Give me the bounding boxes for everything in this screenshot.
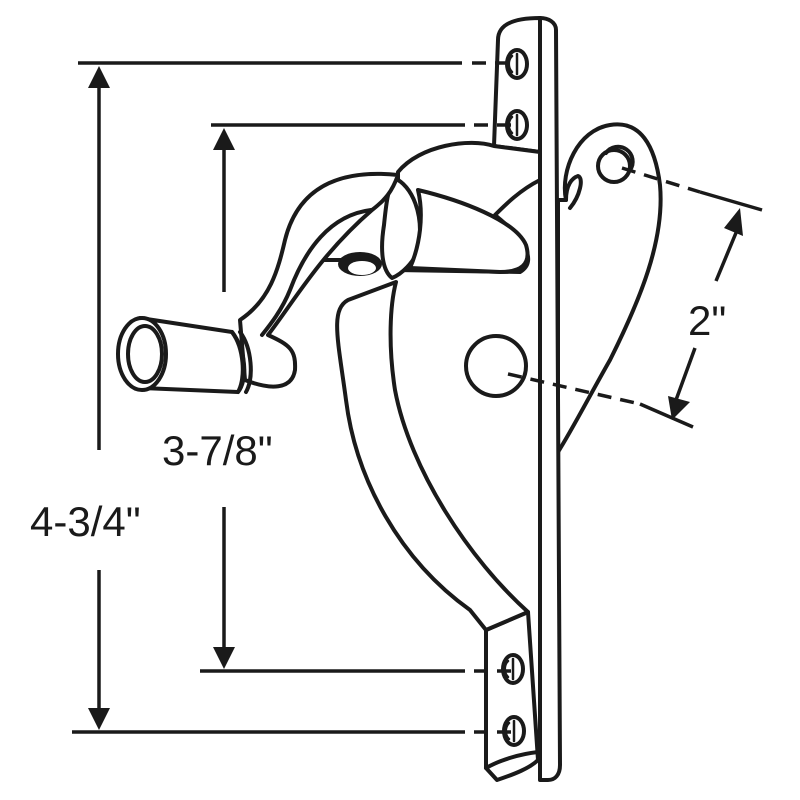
knob-end xyxy=(116,316,168,392)
window-lock-part xyxy=(116,16,663,782)
knob-ring-2 xyxy=(238,330,253,394)
arrow-down-icon xyxy=(668,396,690,420)
crank-arm-edge xyxy=(260,208,373,337)
set-screw-slot xyxy=(348,261,376,275)
screw-icon xyxy=(501,653,525,685)
dimension-label-pivot: 2" xyxy=(688,297,726,344)
frame-hole xyxy=(464,334,528,398)
dimension-pivot-spacing: 2" xyxy=(507,166,763,429)
back-plate xyxy=(538,16,562,782)
handle-collar xyxy=(380,176,422,280)
dimension-label-overall: 4-3/4" xyxy=(30,498,141,545)
arrow-down-icon xyxy=(88,708,110,730)
crank-arm xyxy=(238,171,400,389)
knob-ring xyxy=(230,330,245,394)
screw-icon xyxy=(505,48,529,80)
handle-nose xyxy=(408,188,530,274)
lock-lever xyxy=(335,280,530,632)
dimension-label-inner: 3-7/8" xyxy=(162,427,273,474)
dimension-overall-height: 4-3/4" xyxy=(30,61,515,734)
keeper-arm xyxy=(556,122,663,454)
keeper-pivot-hole-inner xyxy=(604,144,635,172)
dimension-inner-screw-spacing: 3-7/8" xyxy=(162,123,515,673)
keeper-pivot-hole xyxy=(596,148,632,184)
knob-end-inner xyxy=(126,324,164,384)
arrow-up-icon xyxy=(213,128,235,150)
bottom-bracket xyxy=(484,610,540,782)
arrow-up-icon xyxy=(88,66,110,88)
keeper-arm-hinge xyxy=(564,174,583,210)
bottom-bracket-edge xyxy=(484,750,540,770)
arrow-down-icon xyxy=(213,647,235,669)
arrow-up-icon xyxy=(724,208,743,236)
